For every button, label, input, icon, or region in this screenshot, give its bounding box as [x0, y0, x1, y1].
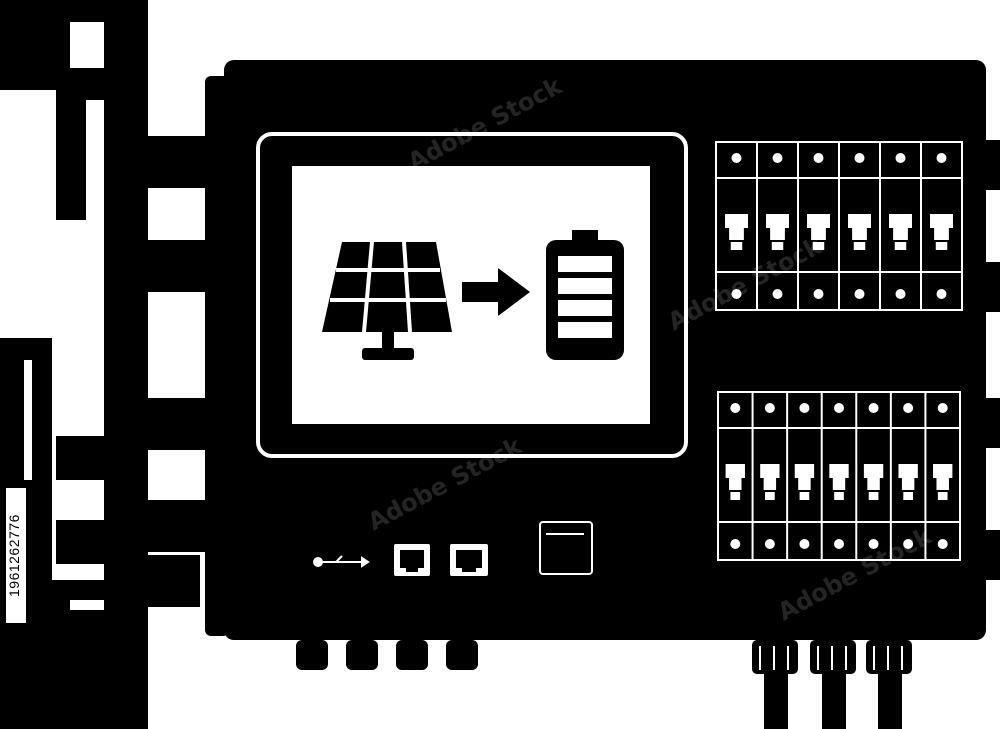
breaker-toggle — [898, 464, 918, 478]
breaker-toggle — [863, 464, 884, 478]
breaker-toggle — [725, 464, 745, 478]
circuit-breaker — [797, 142, 839, 310]
circuit-breaker — [786, 392, 822, 560]
terminal-screw — [731, 289, 742, 299]
ethernet-port-icon — [450, 544, 488, 576]
pipe-frame-gaps — [24, 100, 182, 610]
circuit-breaker — [717, 392, 753, 560]
breaker-toggle — [794, 464, 815, 478]
terminal-screw — [937, 403, 948, 413]
circuit-breaker-row-top — [715, 141, 963, 311]
terminal-screw — [868, 403, 879, 413]
circuit-breaker — [920, 142, 962, 310]
terminal-screw — [764, 403, 775, 413]
terminal-screw — [799, 539, 810, 549]
breaker-toggle — [930, 214, 953, 228]
terminal-screw — [903, 539, 914, 549]
breaker-toggle — [766, 214, 789, 228]
circuit-breaker — [879, 142, 921, 310]
terminal-screw — [936, 153, 947, 163]
arrow-right-icon — [462, 268, 530, 316]
circuit-breaker — [889, 392, 926, 560]
terminal-screw — [799, 403, 810, 413]
terminal-screw — [854, 153, 865, 163]
terminal-screw — [730, 403, 741, 413]
battery-icon — [546, 230, 624, 360]
terminal-screw — [903, 403, 914, 413]
breaker-toggle — [933, 464, 953, 478]
terminal-screw — [764, 539, 775, 549]
terminal-screw — [834, 403, 844, 413]
circuit-breaker — [715, 142, 757, 310]
sd-card-slot — [539, 521, 593, 575]
ethernet-port-icon — [394, 544, 430, 576]
circuit-breaker — [820, 392, 857, 560]
terminal-screw — [854, 289, 865, 299]
terminal-screw — [895, 289, 906, 299]
terminal-screw — [834, 539, 844, 549]
terminal-screw — [772, 289, 783, 299]
cable-glands-right — [752, 640, 912, 729]
terminal-screw — [936, 289, 947, 299]
terminal-screw — [813, 153, 824, 163]
breaker-toggle — [725, 214, 748, 228]
circuit-breaker — [751, 392, 788, 560]
breaker-toggle — [760, 464, 780, 478]
bottom-cable-glands — [296, 640, 478, 670]
terminal-screw — [813, 289, 824, 299]
terminal-screw — [868, 539, 879, 549]
terminal-screw — [731, 153, 742, 163]
breaker-toggle — [829, 464, 849, 478]
solar-panel-icon — [322, 241, 452, 360]
circuit-breaker — [924, 392, 960, 560]
breaker-toggle — [807, 214, 830, 228]
circuit-breaker — [838, 142, 880, 310]
terminal-screw — [772, 153, 783, 163]
circuit-breaker — [855, 392, 891, 560]
usb-icon — [313, 555, 370, 568]
terminal-screw — [895, 153, 906, 163]
terminal-screw — [730, 539, 741, 549]
breaker-toggle — [889, 214, 912, 228]
terminal-screw — [937, 539, 948, 549]
circuit-breaker-row-bottom — [717, 391, 961, 561]
breaker-toggle — [848, 214, 871, 228]
stock-image-id: 1961262776 — [6, 488, 26, 623]
circuit-breaker — [756, 142, 798, 310]
